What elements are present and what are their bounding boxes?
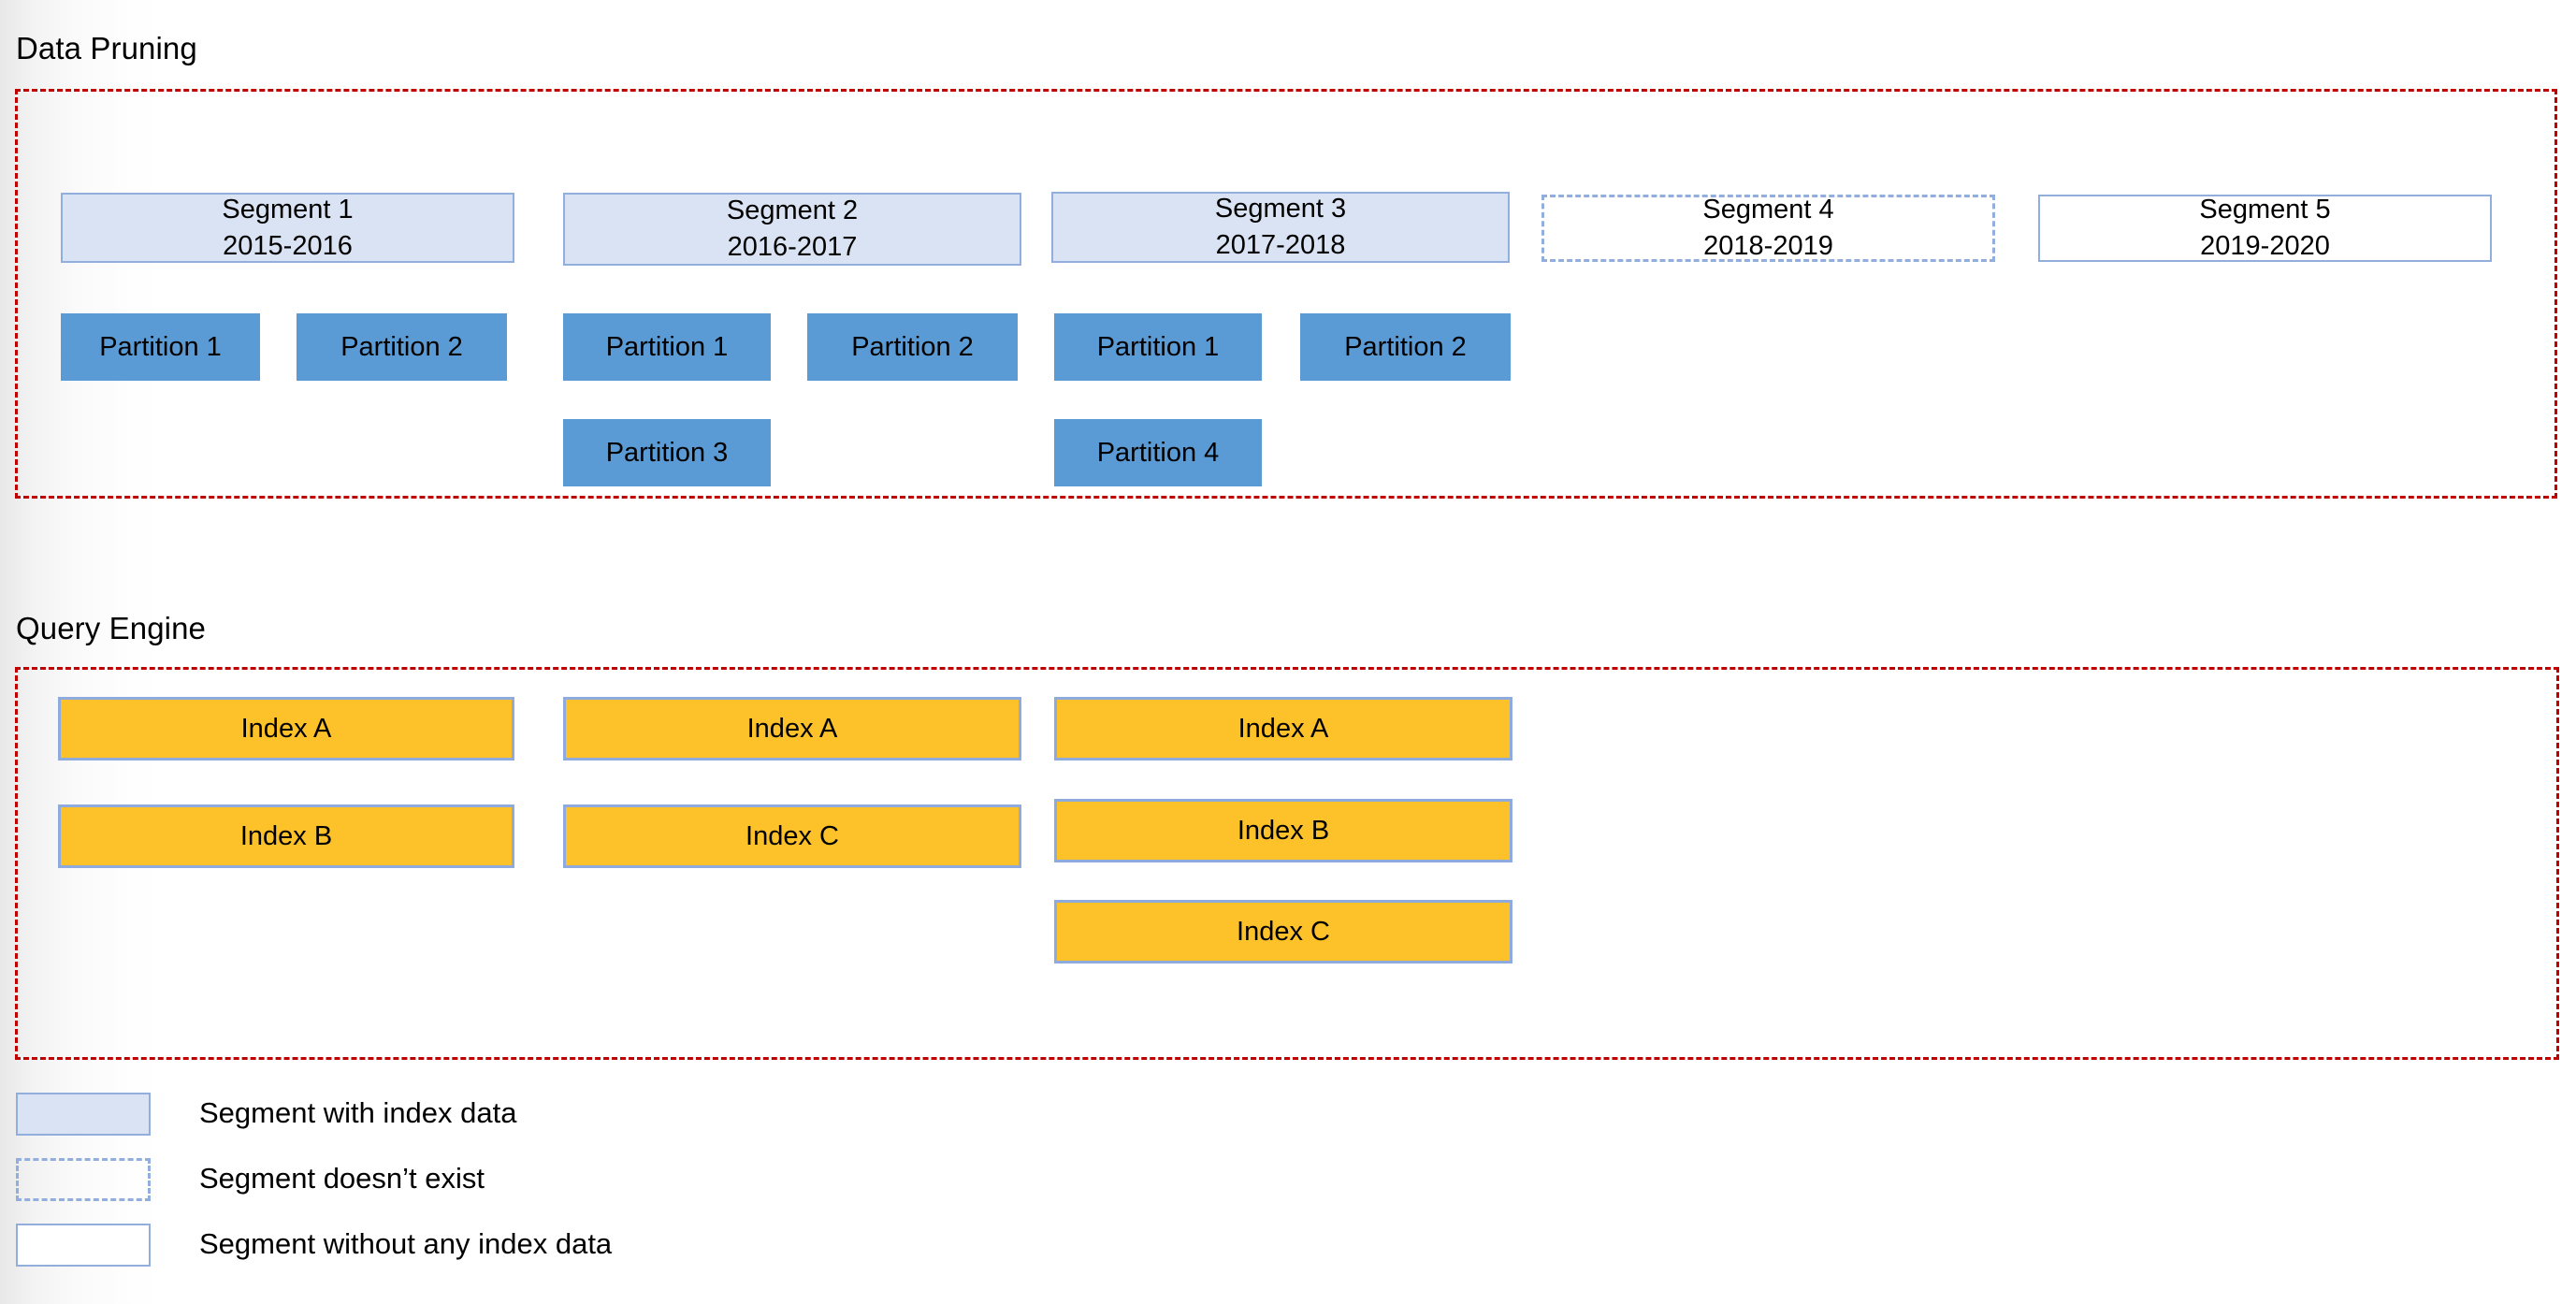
index-box-col2-a[interactable]: Index A <box>563 697 1021 761</box>
partition-seg2-1[interactable]: Partition 1 <box>563 313 771 381</box>
partition-label: Partition 1 <box>1096 331 1220 362</box>
index-box-col3-a[interactable]: Index A <box>1054 697 1512 761</box>
legend-swatch-filled <box>16 1093 151 1136</box>
section-title-query-engine: Query Engine <box>16 611 206 645</box>
index-label: Index C <box>1237 916 1330 947</box>
segment-box-4[interactable]: Segment 4 2018-2019 <box>1541 195 1995 262</box>
index-label: Index C <box>745 820 839 851</box>
index-box-col1-b[interactable]: Index B <box>58 804 514 868</box>
partition-seg2-3[interactable]: Partition 3 <box>563 419 771 486</box>
partition-seg3-3[interactable]: Partition 4 <box>1054 419 1262 486</box>
partition-seg2-2[interactable]: Partition 2 <box>807 313 1018 381</box>
segment-2-range: 2016-2017 <box>727 232 858 262</box>
partition-seg1-1[interactable]: Partition 1 <box>61 313 260 381</box>
segment-1-name: Segment 1 <box>222 194 354 225</box>
segment-box-3[interactable]: Segment 3 2017-2018 <box>1051 192 1510 263</box>
partition-label: Partition 1 <box>99 331 222 362</box>
partition-seg3-2[interactable]: Partition 2 <box>1300 313 1511 381</box>
partition-seg1-2[interactable]: Partition 2 <box>297 313 507 381</box>
legend-label-empty: Segment without any index data <box>199 1227 613 1260</box>
legend-swatch-empty <box>16 1224 151 1267</box>
partition-label: Partition 2 <box>340 331 463 362</box>
segment-4-range: 2018-2019 <box>1703 231 1833 261</box>
segment-box-1[interactable]: Segment 1 2015-2016 <box>61 193 514 263</box>
partition-label: Partition 2 <box>1344 331 1467 362</box>
index-box-col3-b[interactable]: Index B <box>1054 799 1512 862</box>
data-pruning-group-container <box>15 89 2557 499</box>
index-label: Index A <box>1237 713 1329 744</box>
segment-3-range: 2017-2018 <box>1215 230 1346 260</box>
segment-5-range: 2019-2020 <box>2200 231 2330 261</box>
partition-label: Partition 3 <box>605 437 729 468</box>
segment-1-range: 2015-2016 <box>223 230 353 261</box>
index-box-col2-c[interactable]: Index C <box>563 804 1021 868</box>
legend-label-missing: Segment doesn’t exist <box>199 1162 485 1195</box>
segment-box-2[interactable]: Segment 2 2016-2017 <box>563 193 1021 266</box>
segment-5-name: Segment 5 <box>2199 195 2331 225</box>
index-label: Index B <box>239 820 333 851</box>
index-label: Index B <box>1237 815 1330 846</box>
segment-3-name: Segment 3 <box>1214 194 1347 224</box>
index-label: Index A <box>240 713 332 744</box>
query-engine-group-container <box>15 667 2559 1060</box>
partition-label: Partition 4 <box>1096 437 1220 468</box>
partition-label: Partition 2 <box>851 331 974 362</box>
partition-seg3-1[interactable]: Partition 1 <box>1054 313 1262 381</box>
legend-swatch-missing <box>16 1158 151 1201</box>
legend-label-filled: Segment with index data <box>199 1096 517 1129</box>
index-label: Index A <box>746 713 838 744</box>
segment-4-name: Segment 4 <box>1702 195 1834 225</box>
segment-2-name: Segment 2 <box>726 196 859 225</box>
section-title-data-pruning: Data Pruning <box>16 31 197 65</box>
index-box-col3-c[interactable]: Index C <box>1054 900 1512 964</box>
partition-label: Partition 1 <box>605 331 729 362</box>
segment-box-5[interactable]: Segment 5 2019-2020 <box>2038 195 2492 262</box>
index-box-col1-a[interactable]: Index A <box>58 697 514 761</box>
